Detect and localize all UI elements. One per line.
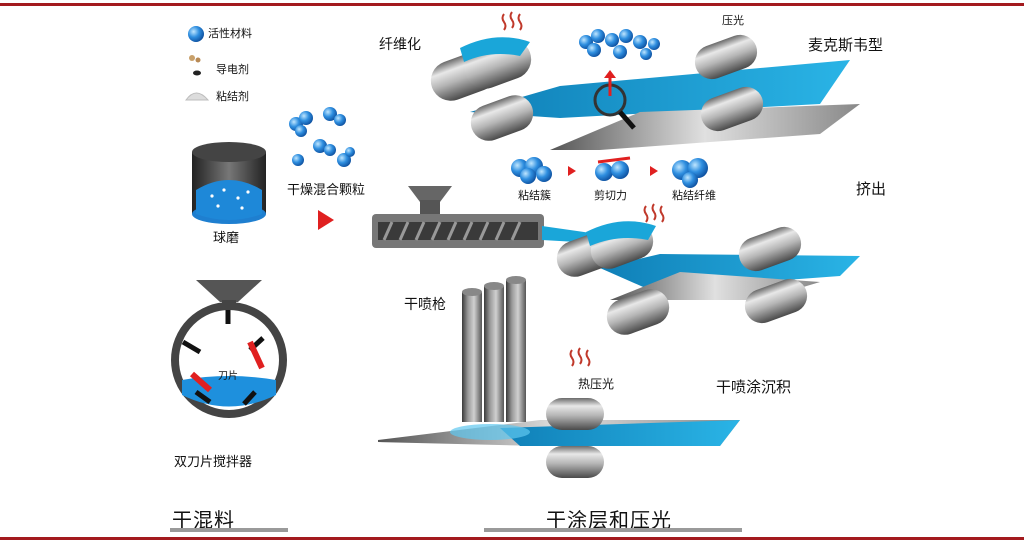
bottom-rule: [0, 537, 1024, 540]
conductive-agent-icon: [189, 55, 201, 76]
section-dry-coating-underbar: [484, 528, 742, 532]
section-dry-coating-calendering: 干涂层和压光: [546, 508, 672, 532]
binder-fiber-label: 粘结纤维: [672, 189, 716, 202]
red-arrow-icon: [318, 210, 334, 230]
shear-force-label: 剪切力: [594, 189, 627, 202]
dry-granules-label: 干燥混合颗粒: [287, 183, 366, 198]
calender-label: 压光: [722, 14, 744, 27]
legend-conductive-agent: 导电剂: [216, 63, 249, 76]
twin-blade-mixer: [171, 280, 287, 418]
ball-mill-jar: [192, 142, 266, 224]
maxwell-type-label: 麦克斯韦型: [808, 36, 884, 54]
ball-mill-label: 球磨: [213, 231, 240, 246]
magnifier-icon: [593, 70, 636, 130]
dry-spray-gun-label: 干喷枪: [404, 297, 446, 313]
maxwell-process: [430, 11, 860, 150]
binder-film-label: 粘结簇: [518, 189, 551, 202]
dry-spray-deposition-label: 干喷涂沉积: [716, 378, 792, 396]
extrusion-label: 挤出: [856, 180, 887, 198]
fibrillation-label: 纤维化: [379, 37, 421, 53]
section-dry-mixing: 干混料: [172, 508, 235, 532]
hot-calender-label: 热压光: [578, 377, 615, 391]
top-rule: [0, 3, 1024, 6]
dry-granules-cluster: [289, 107, 355, 167]
extrusion-process: [556, 203, 860, 335]
legend-binder: 粘结剂: [216, 90, 249, 103]
blade-label: 刀片: [218, 371, 238, 382]
spray-process: [378, 276, 740, 478]
heat-wave-icon: [501, 11, 523, 31]
binder-icon: [185, 92, 210, 101]
fibrillation-sequence: [511, 156, 708, 188]
section-dry-mixing-underbar: [170, 528, 288, 532]
twin-blade-mixer-label: 双刀片搅拌器: [174, 455, 253, 470]
particle-icon: [188, 26, 204, 42]
extruder: [372, 186, 612, 248]
legend-active-material: 活性材料: [208, 27, 252, 40]
